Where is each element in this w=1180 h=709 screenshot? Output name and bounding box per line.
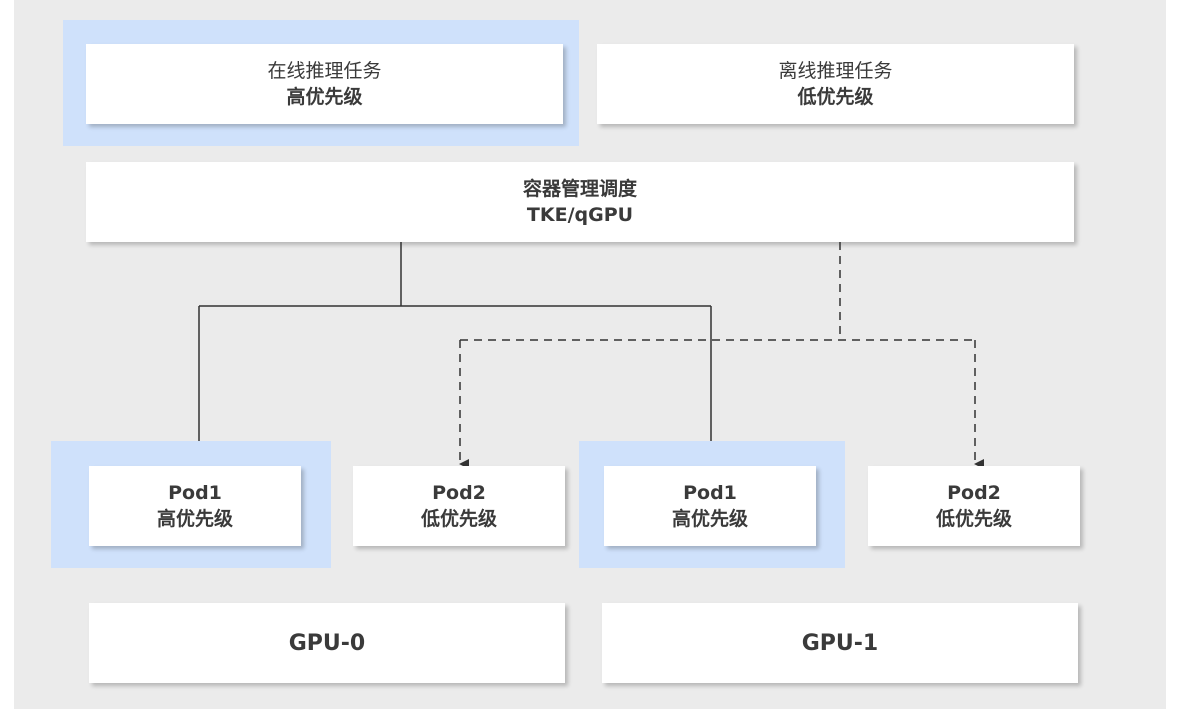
offline-task-priority: 低优先级 bbox=[797, 86, 874, 108]
online-task-title: 在线推理任务 bbox=[267, 60, 382, 82]
pod-priority: 高优先级 bbox=[671, 508, 748, 530]
offline-task-box: 离线推理任务 低优先级 bbox=[597, 44, 1074, 124]
pod-box-1: Pod1 高优先级 bbox=[89, 466, 301, 546]
gpu-1-label: GPU-1 bbox=[801, 630, 879, 656]
pod-name: Pod2 bbox=[947, 482, 1001, 504]
scheduler-subtitle: TKE/qGPU bbox=[526, 204, 634, 226]
scheduler-box: 容器管理调度 TKE/qGPU bbox=[86, 162, 1074, 242]
dashed-connectors bbox=[459, 242, 984, 469]
pod-name: Pod1 bbox=[168, 482, 222, 504]
gpu-1-box: GPU-1 bbox=[602, 603, 1078, 683]
pod-priority: 低优先级 bbox=[420, 508, 497, 530]
pod-name: Pod2 bbox=[432, 482, 486, 504]
online-task-priority: 高优先级 bbox=[286, 86, 363, 108]
pod-box-2: Pod2 低优先级 bbox=[353, 466, 565, 546]
pod-priority: 高优先级 bbox=[156, 508, 233, 530]
online-task-box: 在线推理任务 高优先级 bbox=[86, 44, 563, 124]
pod-box-3: Pod1 高优先级 bbox=[604, 466, 816, 546]
solid-connectors bbox=[198, 242, 720, 469]
scheduler-title: 容器管理调度 bbox=[522, 178, 637, 200]
gpu-0-label: GPU-0 bbox=[288, 630, 366, 656]
pod-name: Pod1 bbox=[683, 482, 737, 504]
offline-task-title: 离线推理任务 bbox=[778, 60, 893, 82]
pod-priority: 低优先级 bbox=[935, 508, 1012, 530]
pod-box-4: Pod2 低优先级 bbox=[868, 466, 1080, 546]
gpu-0-box: GPU-0 bbox=[89, 603, 565, 683]
